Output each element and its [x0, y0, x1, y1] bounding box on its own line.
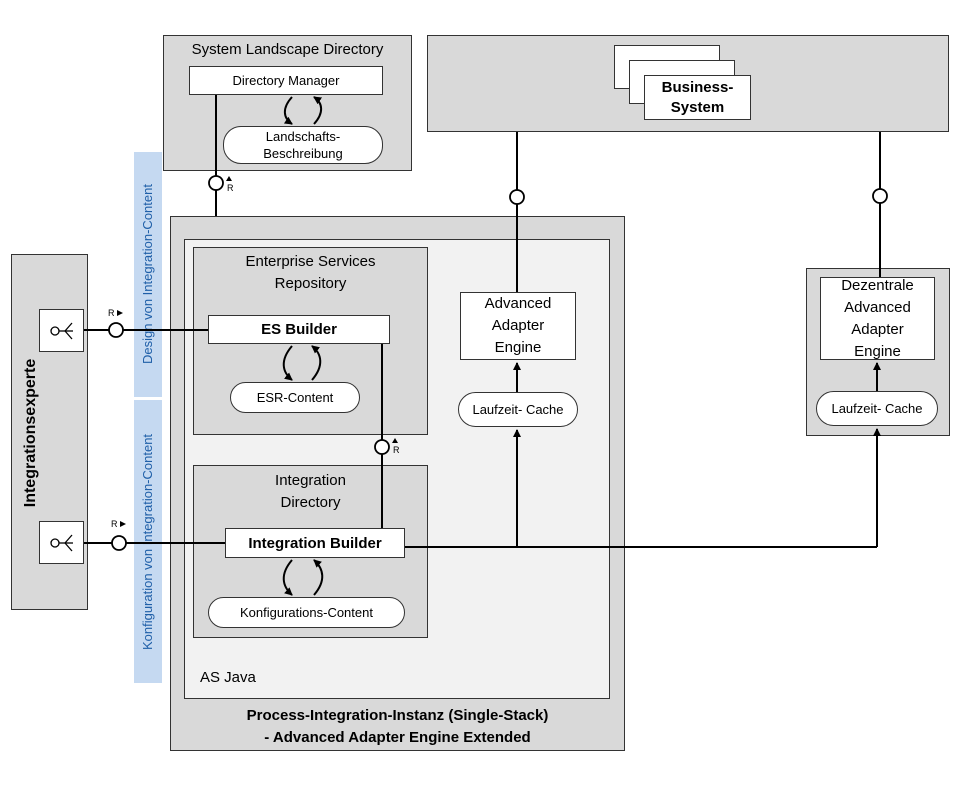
interface-circle-business-aae [509, 189, 525, 205]
esr-content: ESR-Content [230, 382, 360, 413]
design-band [134, 152, 162, 397]
pi-instance-caption: Process-Integration-Instanz (Single-Stac… [246, 707, 549, 746]
r-label-config: R [111, 519, 118, 529]
es-builder-label: ES Builder [261, 321, 337, 338]
actor-symbol-icon [49, 534, 73, 551]
config-band [134, 400, 162, 683]
id-title: Integration Directory [275, 472, 346, 511]
interface-circle-config [111, 535, 127, 551]
configuration-content: Konfigurations-Content [208, 597, 405, 628]
integration-builder: Integration Builder [225, 528, 405, 558]
actor-symbol-icon [49, 322, 73, 339]
esr-title: Enterprise Services Repository [245, 253, 376, 292]
directory-manager: Directory Manager [189, 66, 383, 95]
decentral-advanced-adapter-engine: Dezentrale Advanced Adapter Engine [820, 277, 935, 360]
advanced-adapter-engine: Advanced Adapter Engine [460, 292, 576, 360]
r-label-sld: R [227, 183, 234, 193]
decentral-runtime-cache: Laufzeit- Cache [816, 391, 938, 426]
directory-manager-label: Directory Manager [232, 73, 340, 88]
actor-icon-design [39, 309, 84, 352]
interface-circle-sld [208, 175, 224, 191]
business-system: Business- System [644, 75, 751, 120]
interface-circle-business-decentral [872, 188, 888, 204]
es-builder: ES Builder [208, 315, 390, 344]
as-java-label: AS Java [200, 669, 256, 686]
actor-icon-config [39, 521, 84, 564]
interface-circle-esr-id [374, 439, 390, 455]
landscape-description: Landschafts- Beschreibung [223, 126, 383, 164]
sld-title: System Landscape Directory [191, 41, 384, 58]
r-label-design: R [108, 308, 115, 318]
r-label-esr-id: R [393, 445, 400, 455]
runtime-cache: Laufzeit- Cache [458, 392, 578, 427]
integration-builder-label: Integration Builder [248, 534, 382, 552]
interface-circle-design [108, 322, 124, 338]
